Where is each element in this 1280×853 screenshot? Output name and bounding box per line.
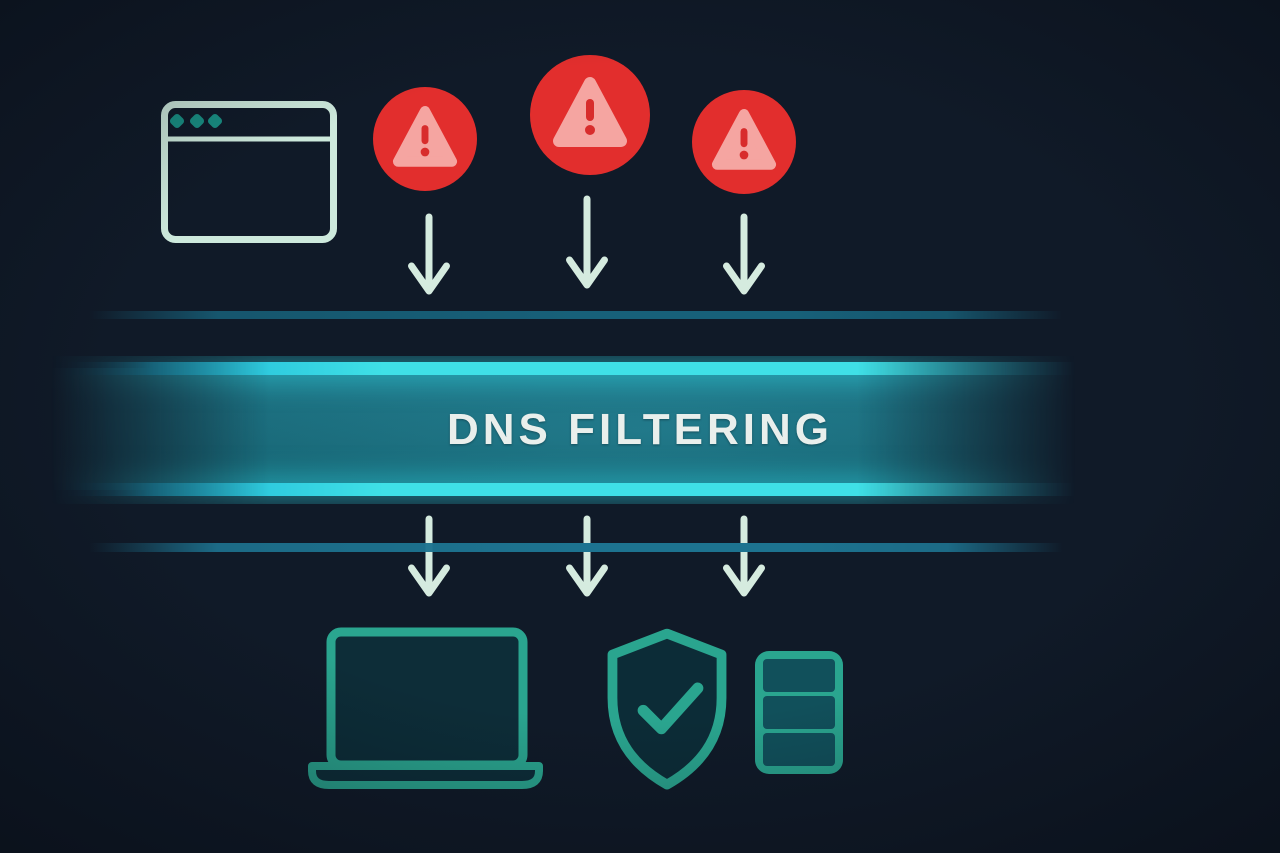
shield-check-icon [607, 628, 727, 790]
warning-icon [373, 87, 477, 191]
warning-icon [692, 90, 796, 194]
arrow-down-icon [408, 213, 450, 295]
window-dots [169, 113, 223, 129]
band-label: DNS FILTERING [446, 405, 834, 454]
arrow-down-icon [408, 515, 450, 597]
server-icon [755, 651, 843, 774]
warning-icon [530, 55, 650, 175]
arrow-down-icon [566, 195, 608, 289]
arrow-down-icon [566, 515, 608, 597]
arrow-down-icon [723, 213, 765, 295]
divider-line-top [0, 311, 1280, 319]
arrow-down-icon [723, 515, 765, 597]
browser-window-icon [161, 101, 337, 243]
divider-line-bottom [0, 543, 1280, 552]
laptop-icon [308, 627, 543, 789]
dns-filter-band: DNS FILTERING [0, 356, 1280, 504]
